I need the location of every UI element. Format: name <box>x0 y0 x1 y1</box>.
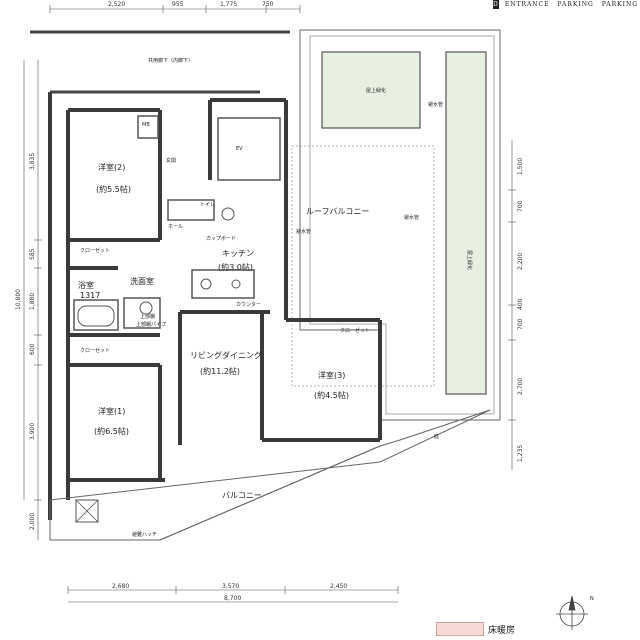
floor-heating-label: 床暖房 <box>488 625 516 636</box>
dim-bottom-total: 8,700 <box>224 595 241 602</box>
drain-label-1: 避水管 <box>428 101 443 108</box>
right-dimensions <box>508 140 516 470</box>
toilet-label: トイレ <box>200 202 215 208</box>
drain-label-3: 避水管 <box>296 228 311 235</box>
dim-top-1: 2,520 <box>108 1 125 8</box>
bed3-label: 洋室(3) <box>318 370 345 380</box>
closet-a-label: クローゼット <box>80 247 110 254</box>
washroom-label: 洗面室 <box>130 276 154 286</box>
dim-left-1: 3,835 <box>29 153 36 170</box>
top-dimensions <box>49 5 301 13</box>
thin-walls <box>73 115 281 331</box>
header-badge: D ENTRANCE PARKING PARKING <box>493 0 640 9</box>
dim-top-4: 750 <box>262 1 274 8</box>
compass-north: N <box>590 596 594 602</box>
balcony-label: バルコニー <box>222 491 262 500</box>
dim-right-1: 1,500 <box>517 158 524 175</box>
hall-label: ホール <box>168 224 183 230</box>
dim-left-3: 1,880 <box>29 293 36 310</box>
entrance-label: 玄関 <box>166 157 176 164</box>
left-dimensions <box>23 60 42 540</box>
roof-balcony-label: ルーフバルコニー <box>306 207 369 216</box>
emergency-hatch <box>75 499 99 523</box>
dim-right-5: 400 <box>517 298 524 310</box>
bed1-label: 洋室(1) <box>98 406 125 416</box>
planter-top-label: 屋上緑化 <box>366 87 386 94</box>
living-label: リビングダイニング <box>190 350 262 360</box>
dim-right-3: 2,200 <box>517 253 524 270</box>
dim-left-2: 585 <box>29 248 36 260</box>
dim-top-3: 1,775 <box>220 1 237 8</box>
dim-bottom-2: 3,570 <box>222 583 239 590</box>
floor-heating-legend: 床暖房 <box>436 622 515 636</box>
wash-basin <box>139 301 153 315</box>
bath-label: 浴室 <box>78 280 94 290</box>
counter-label: カウンター <box>236 301 261 308</box>
bed2-label: 洋室(2) <box>98 162 125 172</box>
stove-burner <box>231 279 241 289</box>
badge-letter: D <box>493 0 499 9</box>
floor-heating-swatch <box>436 622 484 636</box>
roof-planter-side <box>445 51 487 395</box>
badge-parking: PARKING <box>557 1 594 8</box>
bed1-size: (約6.5帖) <box>94 426 129 436</box>
drain-label-2: 避水管 <box>404 214 419 221</box>
dim-right-6: 2,700 <box>517 378 524 395</box>
closet-c-label: クローゼット <box>340 327 370 334</box>
kitchen-label: キッチン <box>222 249 254 258</box>
bed2-size: (約5.5帖) <box>96 184 131 194</box>
compass-icon <box>556 595 588 630</box>
dim-left-6: 2,000 <box>29 513 36 530</box>
ev-label: EV <box>236 146 243 152</box>
storage-pipe-label: 上部棚パイプ <box>136 321 166 328</box>
kitchen-sink <box>200 278 212 290</box>
dim-left-4: 600 <box>29 343 36 355</box>
balcony-area <box>49 409 491 541</box>
badge-entrance: ENTRANCE <box>504 1 550 8</box>
pergola-lines <box>291 145 435 387</box>
dim-left-5: 3,900 <box>29 423 36 440</box>
dim-top-2: 955 <box>172 1 184 8</box>
roof-planter-top <box>321 51 421 129</box>
planter-side-label: 屋上緑化 <box>466 250 473 270</box>
badge-parking-2: PARKING <box>601 1 638 8</box>
bath-size: 1317 <box>80 291 100 300</box>
bathtub <box>77 305 115 327</box>
dim-bottom-1: 2,680 <box>112 583 129 590</box>
closet-b-label: クローゼット <box>80 347 110 354</box>
kitchen-size: (約3.0帖) <box>218 262 253 272</box>
living-size: (約11.2帖) <box>200 366 240 376</box>
bed3-size: (約4.5帖) <box>314 390 349 400</box>
corridor-label: 共用廊下（内廊下） <box>148 57 193 64</box>
dim-right-4: 700 <box>517 318 524 330</box>
mb-label: MB <box>142 122 150 128</box>
toilet-fixture <box>221 207 235 221</box>
dim-bottom-3: 2,450 <box>330 583 347 590</box>
eaves-label: 庇 <box>434 433 439 440</box>
cupboard-label: カップボード <box>206 235 236 242</box>
dim-left-total: 10,800 <box>15 289 22 310</box>
dim-right-7: 1,235 <box>517 445 524 462</box>
bottom-dimensions <box>67 586 399 603</box>
dim-right-2: 700 <box>517 200 524 212</box>
emergency-label: 避難ハッチ <box>132 531 157 538</box>
storage-top-label: 上部棚 <box>140 313 155 320</box>
unit-walls <box>48 92 382 520</box>
